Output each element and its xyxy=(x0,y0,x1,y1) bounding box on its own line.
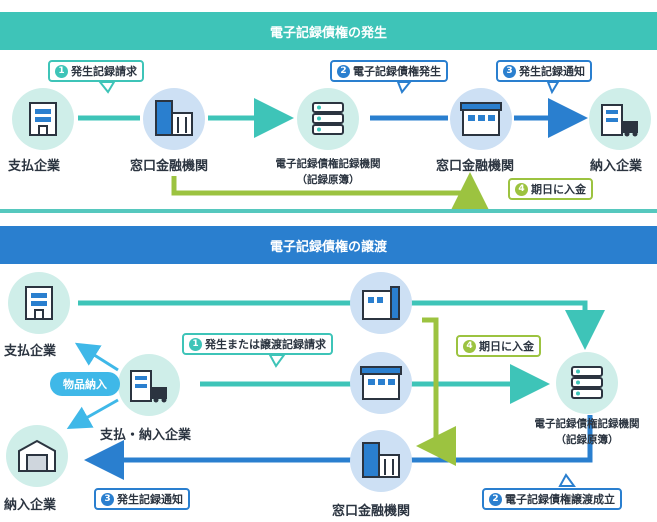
step4-callout-s2: 4 期日に入金 xyxy=(456,335,541,357)
bank-icon xyxy=(360,366,402,400)
step4-label-s2: 期日に入金 xyxy=(479,340,534,353)
step2-label-s1: 電子記録債権発生 xyxy=(353,65,441,78)
step2-num-s1: 2 xyxy=(337,64,350,78)
factory-truck-icon xyxy=(130,370,167,403)
step2-callout-s1: 2 電子記録債権発生 xyxy=(330,60,448,82)
step3-label-s1: 発生記録通知 xyxy=(519,65,585,78)
step3-num-s1: 3 xyxy=(503,64,516,78)
bank-icon xyxy=(155,100,193,136)
step3-callout-s2: 3 発生記録通知 xyxy=(94,488,190,510)
middle-node xyxy=(118,354,180,416)
step1-callout-s2: 1 発生または譲渡記録請求 xyxy=(182,333,333,355)
bank-node-2 xyxy=(450,88,512,150)
registry-label-1-line1: 電子記録債権記録機関 xyxy=(275,158,381,170)
bank-label-1: 窓口金融機関 xyxy=(130,159,209,174)
bank-node-4 xyxy=(350,352,412,414)
registry-label-2: 電子記録債権記録機関 （記録原簿） xyxy=(520,416,654,448)
bank-label-3: 窓口金融機関 xyxy=(332,504,411,519)
office-building-icon xyxy=(25,286,53,320)
registry-node-2 xyxy=(556,352,618,414)
bank-icon xyxy=(362,286,400,320)
step1-label-s2: 発生または譲渡記録請求 xyxy=(205,338,326,351)
step3-label-s2: 発生記録通知 xyxy=(117,493,183,506)
payer-label-1: 支払企業 xyxy=(8,159,61,174)
middle-label: 支払・納入企業 xyxy=(100,428,192,443)
registry-label-1-line2: （記録原簿） xyxy=(296,174,360,186)
bank-label-2: 窓口金融機関 xyxy=(436,159,515,174)
registry-label-1: 電子記録債権記録機関 （記録原簿） xyxy=(262,156,394,188)
receiver-node-2 xyxy=(6,425,68,487)
server-icon xyxy=(312,102,344,135)
step3-callout-s1: 3 発生記録通知 xyxy=(496,60,592,82)
registry-node-1 xyxy=(297,88,359,150)
receiver-label-1: 納入企業 xyxy=(590,159,643,174)
payer-node-2 xyxy=(8,272,70,334)
bank-node-5 xyxy=(350,430,412,492)
factory-truck-icon xyxy=(601,104,638,137)
step3-num-s2: 3 xyxy=(101,492,114,506)
bank-icon xyxy=(362,442,400,478)
bank-icon xyxy=(460,102,502,136)
step2-callout-s2: 2 電子記録債権譲渡成立 xyxy=(482,488,622,510)
receiver-label-2: 納入企業 xyxy=(4,498,57,513)
bank-node-1 xyxy=(143,88,205,150)
section2-title: 電子記録債権の譲渡 xyxy=(0,226,657,264)
step4-num-s1: 4 xyxy=(515,182,528,196)
warehouse-icon xyxy=(18,439,56,472)
section-divider xyxy=(0,209,657,213)
bank-node-3 xyxy=(350,272,412,334)
step4-label-s1: 期日に入金 xyxy=(531,183,586,196)
step2-num-s2: 2 xyxy=(489,492,502,506)
section1-title: 電子記録債権の発生 xyxy=(0,12,657,50)
payer-label-2: 支払企業 xyxy=(4,344,57,359)
step2-label-s2: 電子記録債権譲渡成立 xyxy=(505,493,615,506)
step4-num-s2: 4 xyxy=(463,339,476,353)
office-building-icon xyxy=(29,102,57,136)
step1-num-s1: 1 xyxy=(55,64,68,78)
registry-label-2-line1: 電子記録債権記録機関 xyxy=(534,418,640,430)
registry-label-2-line2: （記録原簿） xyxy=(555,434,619,446)
step1-callout-s1: 1 発生記録請求 xyxy=(48,60,144,82)
step1-label-s1: 発生記録請求 xyxy=(71,65,137,78)
payer-node-1 xyxy=(12,88,74,150)
step4-callout-s1: 4 期日に入金 xyxy=(508,178,593,200)
server-icon xyxy=(571,366,603,399)
goods-delivery-tag: 物品納入 xyxy=(50,372,120,396)
step1-num-s2: 1 xyxy=(189,337,202,351)
receiver-node-1 xyxy=(589,88,651,150)
